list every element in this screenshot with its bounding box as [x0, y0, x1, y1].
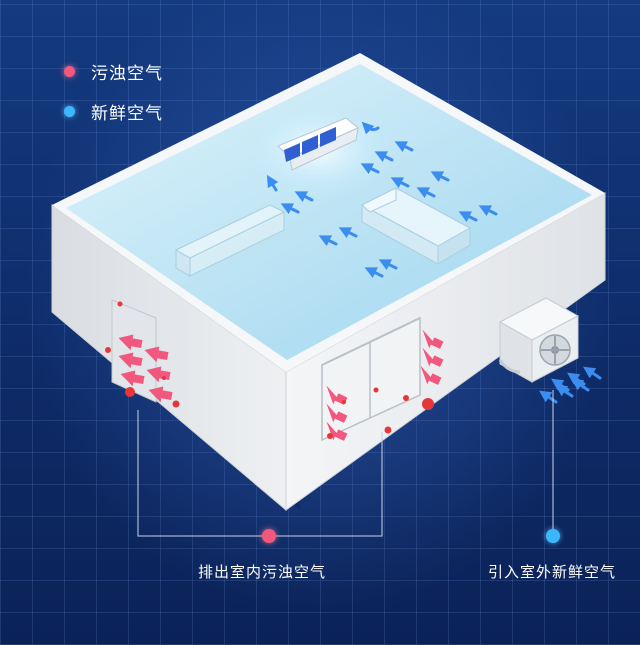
- arrow-icon: [420, 365, 442, 385]
- arrow-icon: [326, 421, 348, 441]
- arrow-icon: [478, 205, 498, 217]
- sofa-icon: [360, 187, 472, 265]
- indoor-ac-unit-icon: [277, 117, 359, 171]
- arrow-icon: [555, 384, 574, 398]
- pink-dot-icon: [64, 66, 75, 77]
- arrow-icon: [338, 227, 358, 239]
- arrow-icon: [422, 347, 444, 367]
- dirty-air-particles: [105, 301, 434, 439]
- fresh-air-arrows-indoor: [266, 121, 498, 279]
- arrow-icon: [378, 259, 398, 271]
- arrow-icon: [294, 191, 314, 203]
- exhaust-callout-dot-icon: [262, 529, 276, 543]
- arrow-icon: [539, 390, 558, 404]
- arrow-icon: [266, 174, 279, 192]
- arrow-icon: [430, 171, 450, 183]
- legend-label-dirty-air: 污浊空气: [91, 64, 163, 84]
- arrow-icon: [118, 334, 143, 351]
- arrow-icon: [458, 211, 478, 223]
- arrow-icon: [326, 403, 348, 423]
- tv-cabinet-icon: [174, 204, 286, 277]
- blue-dot-icon: [64, 106, 75, 117]
- arrow-icon: [374, 151, 394, 163]
- arrow-icon: [571, 378, 590, 392]
- intake-callout-label: 引入室外新鲜空气: [488, 563, 617, 581]
- arrow-icon: [416, 187, 436, 199]
- window-icon: [321, 316, 421, 442]
- dirty-air-arrows: [118, 329, 444, 441]
- door-icon: [111, 299, 157, 403]
- outdoor-ac-unit-icon: [498, 297, 580, 383]
- legend-label-fresh-air: 新鲜空气: [91, 104, 163, 124]
- arrow-icon: [144, 346, 169, 363]
- arrow-icon: [360, 163, 380, 175]
- arrow-icon: [361, 121, 380, 135]
- arrow-icon: [326, 385, 348, 405]
- arrow-icon: [120, 370, 145, 387]
- fresh-air-arrows-outdoor: [539, 366, 602, 404]
- arrow-icon: [394, 141, 414, 153]
- arrow-icon: [318, 235, 338, 247]
- room-interior: [66, 64, 592, 360]
- legend-item-fresh-air: 新鲜空气: [64, 99, 163, 124]
- arrow-icon: [148, 386, 173, 403]
- arrow-icon: [422, 329, 444, 349]
- callout-connectors: [137, 390, 554, 537]
- intake-callout-dot-icon: [546, 529, 560, 543]
- arrow-icon: [280, 203, 300, 215]
- legend-item-dirty-air: 污浊空气: [64, 59, 163, 84]
- arrow-icon: [118, 352, 143, 369]
- arrow-icon: [364, 267, 384, 279]
- arrow-icon: [583, 366, 602, 380]
- exhaust-connector-line: [137, 410, 383, 537]
- arrow-icon: [390, 177, 410, 189]
- exhaust-callout-label: 排出室内污浊空气: [198, 563, 327, 581]
